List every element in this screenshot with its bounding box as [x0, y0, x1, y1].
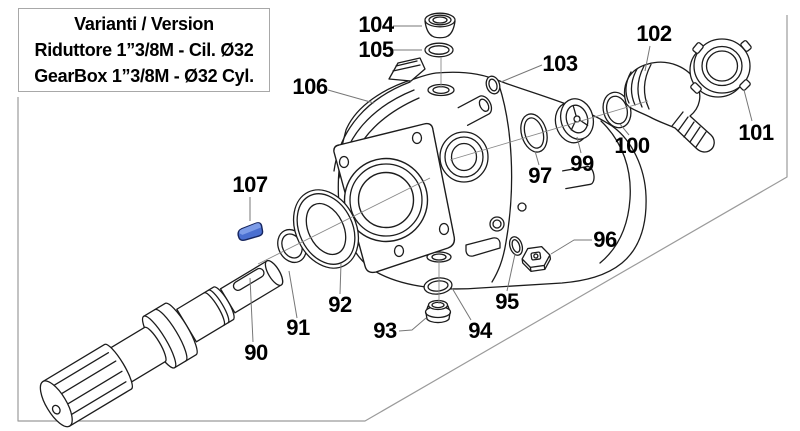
variant-line-italian: Riduttore 1”3/8M - Cil. Ø32	[34, 40, 254, 60]
part-label-103: 103	[542, 51, 578, 76]
part-label-100: 100	[614, 133, 650, 158]
part-107-key-drawing	[237, 222, 264, 241]
part-label-104: 104	[358, 12, 394, 37]
variant-line-english: GearBox 1”3/8M - Ø32 Cyl.	[34, 66, 254, 86]
part-label-93: 93	[373, 318, 397, 343]
section-divider-line	[17, 15, 788, 422]
part-96-hex-plug-drawing	[521, 245, 552, 272]
part-101-ring-nut-drawing	[689, 38, 752, 98]
part-105-oring-drawing	[424, 42, 454, 58]
center-axis-lines	[257, 57, 649, 304]
part-label-101: 101	[738, 120, 774, 145]
part-label-102: 102	[636, 21, 672, 46]
part-93-breather-plug-drawing	[424, 299, 452, 324]
part-90-pto-shaft-drawing	[39, 260, 284, 428]
part-label-107: 107	[232, 172, 268, 197]
part-104-oil-fill-cap-drawing	[424, 12, 456, 39]
variant-title: Varianti / Version	[74, 14, 214, 34]
part-95-oring-drawing	[508, 236, 524, 256]
part-label-106: 106	[292, 74, 328, 99]
part-92-shaft-seal-drawing	[292, 189, 360, 269]
part-label-92: 92	[328, 292, 352, 317]
part-label-95: 95	[495, 289, 519, 314]
part-label-99: 99	[570, 151, 594, 176]
leader-lines	[249, 25, 753, 343]
part-label-90: 90	[244, 340, 268, 365]
part-label-91: 91	[286, 315, 310, 340]
variant-info-box: Varianti / Version Riduttore 1”3/8M - Ci…	[18, 8, 270, 92]
part-label-97: 97	[528, 163, 552, 188]
part-label-105: 105	[358, 37, 394, 62]
part-label-94: 94	[468, 318, 492, 343]
part-103-oring-drawing	[485, 75, 501, 95]
part-label-96: 96	[593, 227, 617, 252]
part-97-oring-drawing	[520, 113, 548, 153]
part-99-bushing-drawing	[554, 98, 595, 144]
